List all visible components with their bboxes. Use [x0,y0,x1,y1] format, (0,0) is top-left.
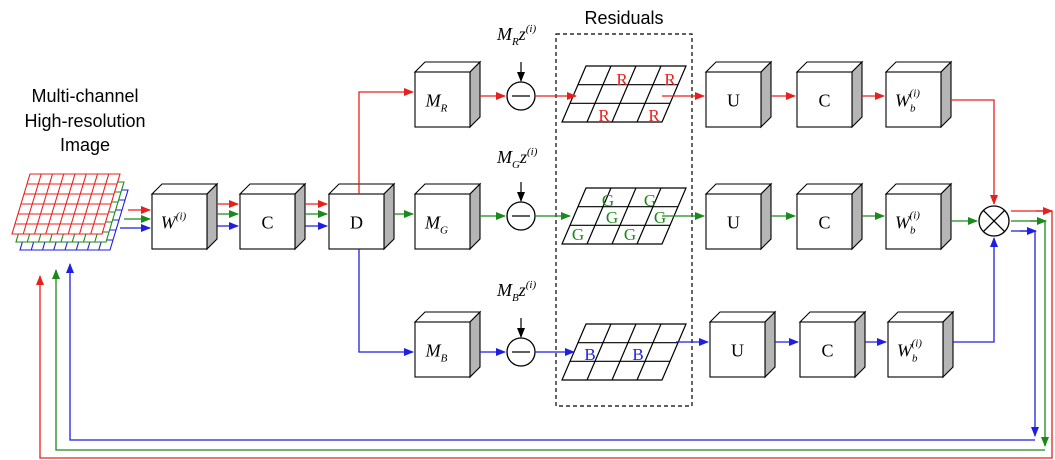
input-image-label: Multi-channel High-resolution Image [24,86,145,155]
mr-block: MR [413,60,482,129]
svg-text:C: C [818,213,830,233]
wire-out-green-down [1011,220,1049,447]
grid-letter: G [644,191,656,210]
residuals-box [555,33,693,407]
grid-letter: G [654,208,666,227]
svg-text:Wb(i): Wb(i) [895,88,920,115]
svg-text:MR: MR [425,91,448,115]
svg-text:U: U [727,91,740,111]
svg-text:D: D [350,213,363,233]
measurement-red: MRz(i) [496,23,536,48]
weight-block-blue: Wb(i) [886,310,955,379]
warp-block: W(i) [150,182,219,251]
upsample-block-blue: U [708,310,777,379]
grid-letter: G [606,208,618,227]
svg-text:U: U [731,341,744,361]
grid-letter: B [584,345,595,364]
input-grid-red [11,173,121,235]
conv-block-blue: C [798,310,867,379]
svg-text:MG: MG [424,213,448,237]
grid-letter: B [632,345,643,364]
wire-out-blue-down [1011,230,1039,437]
svg-text:W(i): W(i) [161,211,187,233]
grid-letter: G [624,225,636,244]
svg-text:C: C [821,341,833,361]
measurement-green: MGz(i) [496,146,538,171]
wire-d-mr [358,88,414,194]
measurement-labels: MRz(i) MGz(i) MBz(i) [496,23,538,304]
upsample-block-green: U [704,182,773,251]
conv-block-input: C [238,182,307,251]
conv-block-green: C [795,182,864,251]
downsample-block: D [327,182,396,251]
processing-blocks: W(i) C D MR MG MB U C Wb(i) U C Wb(i) U C Wb(i) [150,60,955,379]
svg-text:Multi-channel: Multi-channel [31,86,138,106]
weight-block-red: Wb(i) [884,60,953,129]
svg-text:MB: MB [425,341,448,365]
svg-text:Wb(i): Wb(i) [897,338,922,365]
subtractors [506,62,536,367]
svg-text:Image: Image [60,135,110,155]
svg-text:U: U [727,213,740,233]
connections [36,88,1053,459]
measurement-blue: MBz(i) [496,279,536,304]
subtractor-red [506,62,536,111]
svg-text:Wb(i): Wb(i) [895,210,920,237]
wire-w-comb-blue [953,237,998,343]
grid-letter: G [572,225,584,244]
conv-block-red: C [795,60,864,129]
svg-text:C: C [261,213,273,233]
residuals-label: Residuals [584,8,663,28]
grid-letter: R [664,70,676,89]
svg-text:High-resolution: High-resolution [24,111,145,131]
grid-letter: R [598,106,610,125]
grid-letter: R [648,106,660,125]
wire-d-mb [358,249,414,356]
upsample-block-red: U [704,60,773,129]
grid-letter: G [602,191,614,210]
grid-letter: R [616,70,628,89]
subtractor-green [506,182,536,231]
weight-block-green: Wb(i) [884,182,953,251]
feedback-green [52,269,1045,451]
input-image-stack [11,173,129,251]
feedback-blue [66,263,1035,441]
wire-w-comb-red [951,99,998,205]
subtractor-blue [506,318,536,367]
mg-block: MG [413,182,482,251]
mb-block: MB [413,310,482,379]
svg-text:C: C [818,91,830,111]
combiner-symbol [978,205,1010,237]
